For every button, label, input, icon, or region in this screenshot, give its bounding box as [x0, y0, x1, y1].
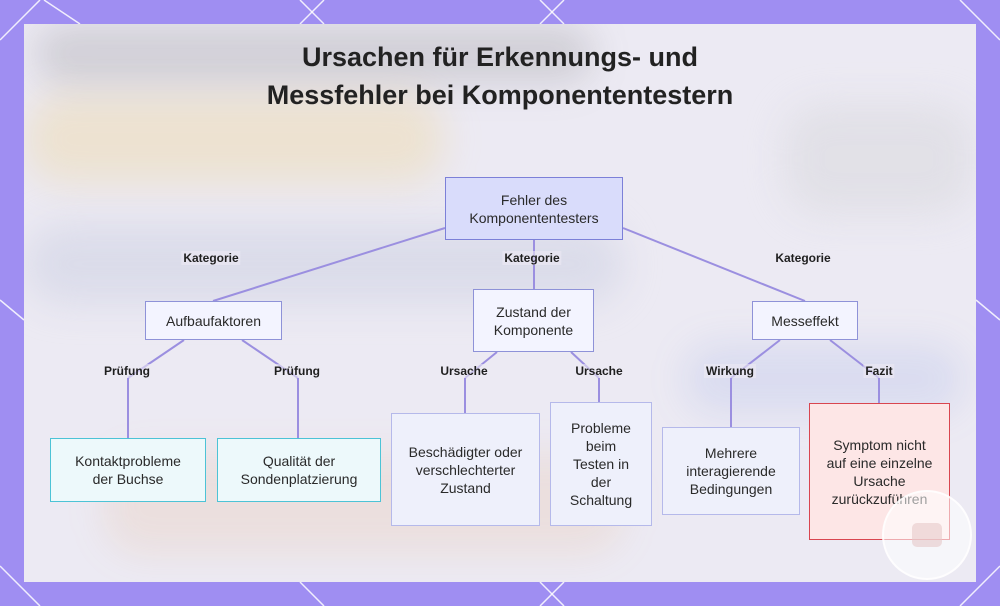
title-line-2: Messfehler bei Komponententestern [266, 80, 734, 110]
node-beschaedigt: Beschädigter oder verschlechterter Zusta… [391, 413, 540, 526]
node-root: Fehler des Komponententesters [445, 177, 623, 240]
node-kontaktprobleme: Kontaktprobleme der Buchse [50, 438, 206, 502]
title-line-1: Ursachen für Erkennungs- und [301, 42, 699, 72]
node-qualitaet: Qualität der Sondenplatzierung [217, 438, 381, 502]
edge-label-wirkung: Wirkung [704, 364, 756, 378]
edge-label-pruefung-1: Prüfung [102, 364, 152, 378]
edge-label-ursache-2: Ursache [573, 364, 625, 378]
node-kontaktprobleme-label: Kontaktprobleme der Buchse [75, 453, 181, 487]
node-beschaedigt-label: Beschädigter oder verschlechterter Zusta… [408, 443, 523, 496]
node-messeffekt-label: Messeffekt [771, 312, 839, 329]
edge-label-ursache-1: Ursache [438, 364, 490, 378]
node-mehrere-label: Mehrere interagierende Bedingungen [686, 445, 776, 497]
node-probleme: Probleme beim Testen in der Schaltung [550, 402, 652, 526]
node-zustand: Zustand der Komponente [473, 289, 594, 352]
page-title: Ursachen für Erkennungs- und Messfehler … [0, 38, 1000, 114]
node-mehrere: Mehrere interagierende Bedingungen [662, 427, 800, 515]
watermark-logo [882, 490, 972, 580]
edge-root-aufbau [212, 227, 446, 302]
edge-label-kategorie-right: Kategorie [773, 251, 833, 265]
edge-label-pruefung-2: Prüfung [272, 364, 322, 378]
node-zustand-label: Zustand der Komponente [493, 303, 574, 338]
node-root-label: Fehler des Komponententesters [469, 191, 599, 226]
node-aufbaufaktoren: Aufbaufaktoren [145, 301, 282, 340]
watermark-icon [912, 523, 942, 547]
edge-label-fazit: Fazit [863, 364, 895, 378]
edge-label-kategorie-mid: Kategorie [502, 251, 562, 265]
blurred-background [24, 24, 976, 582]
node-qualitaet-label: Qualität der Sondenplatzierung [240, 453, 358, 487]
edge-label-kategorie-left: Kategorie [181, 251, 241, 265]
node-probleme-label: Probleme beim Testen in der Schaltung [569, 420, 633, 508]
node-messeffekt: Messeffekt [752, 301, 858, 340]
edge-root-messeffekt [622, 227, 806, 302]
node-aufbaufaktoren-label: Aufbaufaktoren [166, 312, 261, 329]
